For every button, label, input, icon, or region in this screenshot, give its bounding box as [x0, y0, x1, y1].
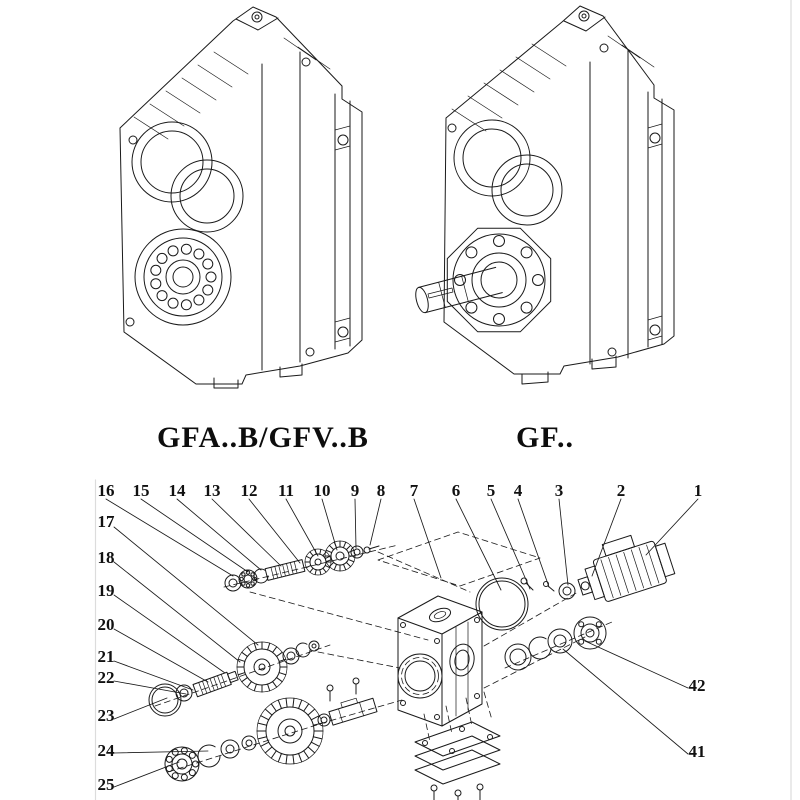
intermediate-shaft-parts	[148, 640, 320, 717]
model-caption-right: GF..	[516, 421, 574, 454]
callout-42: 42	[688, 676, 706, 695]
gearbox-drawing-gf	[415, 5, 675, 385]
callout-22: 22	[97, 668, 115, 687]
callout-2: 2	[616, 481, 626, 500]
gearbox-drawing-gfab-gfvb	[119, 6, 363, 389]
callout-3: 3	[554, 481, 564, 500]
assembly-axis-lines	[154, 531, 613, 773]
model-caption-left: GFA..B/GFV..B	[157, 421, 369, 454]
housing-drawing	[397, 595, 483, 727]
callout-11: 11	[277, 481, 295, 500]
callout-20: 20	[97, 615, 115, 634]
callout-18: 18	[97, 548, 115, 567]
exploded-parts-diagram	[105, 498, 699, 800]
callout-leader-lines	[105, 498, 699, 788]
callout-16: 16	[97, 481, 115, 500]
input-shaft-parts	[224, 540, 380, 592]
callout-17: 17	[97, 512, 115, 531]
callout-4: 4	[513, 481, 523, 500]
page-edge-lines	[94, 0, 792, 800]
callout-5: 5	[486, 481, 496, 500]
callout-24: 24	[97, 741, 115, 760]
callout-1: 1	[693, 481, 703, 500]
callout-10: 10	[313, 481, 331, 500]
callout-7: 7	[409, 481, 419, 500]
bearing-balls-left-unit	[150, 243, 217, 311]
gasket-plates	[414, 721, 501, 800]
callout-12: 12	[240, 481, 258, 500]
callout-15: 15	[132, 481, 150, 500]
callout-14: 14	[168, 481, 186, 500]
callout-6: 6	[451, 481, 461, 500]
callout-19: 19	[97, 581, 115, 600]
callout-13: 13	[203, 481, 221, 500]
output-shaft-parts	[164, 677, 378, 782]
callout-21: 21	[97, 647, 115, 666]
motor-drawing	[577, 534, 676, 602]
flange-bolt-holes	[454, 235, 544, 325]
callout-8: 8	[376, 481, 386, 500]
callout-25: 25	[97, 775, 115, 794]
callout-9: 9	[350, 481, 360, 500]
input-side-parts	[475, 534, 676, 671]
callout-41: 41	[688, 742, 706, 761]
callout-23: 23	[97, 706, 115, 725]
